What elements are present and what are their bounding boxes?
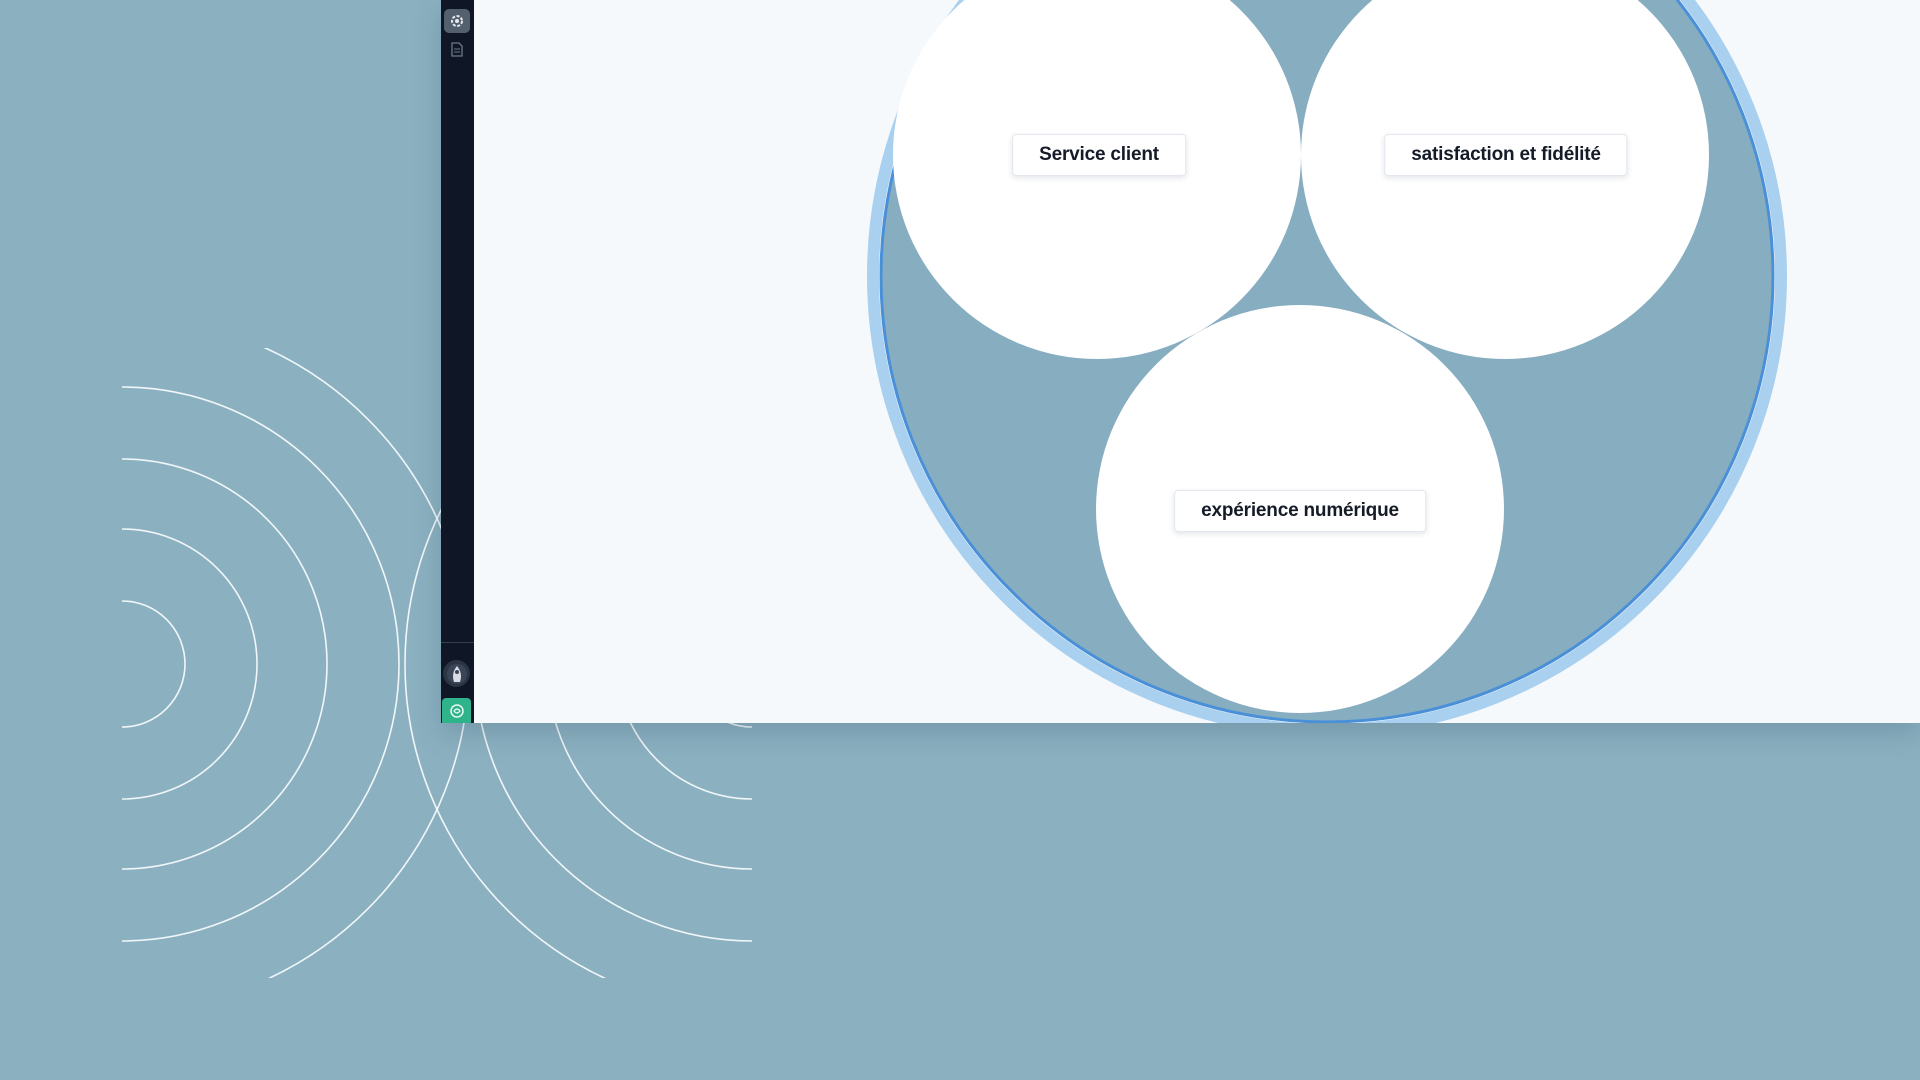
arc-left-2: [122, 528, 258, 800]
ai-assistant-button[interactable]: [442, 698, 471, 723]
label-experience-numerique[interactable]: expérience numérique: [1174, 490, 1426, 532]
label-service-client[interactable]: Service client: [1012, 134, 1186, 176]
circle-satisfaction-fidelite[interactable]: [1301, 0, 1709, 359]
user-avatar-icon: [446, 663, 467, 684]
ai-assistant-icon: [449, 703, 464, 718]
file-button[interactable]: [449, 40, 465, 58]
label-satisfaction-fidelite[interactable]: satisfaction et fidélité: [1384, 134, 1628, 176]
circle-service-client[interactable]: [893, 0, 1301, 359]
venn-diagram: [867, 0, 1787, 723]
whiteboard-canvas[interactable]: Service client satisfaction et fidélité …: [474, 0, 1920, 723]
sidebar-divider: [441, 642, 474, 643]
arc-right-5: [404, 348, 611, 978]
app-window: Service client satisfaction et fidélité …: [441, 0, 1920, 723]
arc-left-4: [122, 386, 400, 942]
sidebar: [441, 0, 474, 723]
container-circle-halo: [867, 0, 1787, 723]
settings-button[interactable]: [444, 9, 470, 33]
user-avatar[interactable]: [443, 660, 470, 687]
arc-left-3: [122, 458, 328, 870]
arc-left-1: [122, 600, 186, 728]
gear-icon: [451, 15, 463, 27]
file-icon: [451, 41, 463, 57]
